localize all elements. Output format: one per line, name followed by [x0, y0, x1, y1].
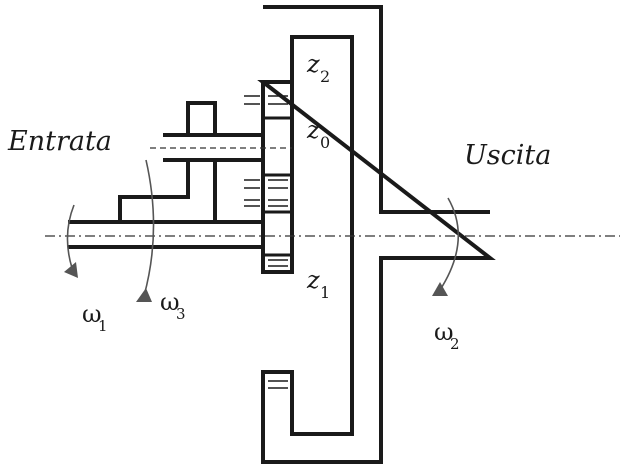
- gear-column: [261, 80, 294, 274]
- ring-gear-outer: [257, 5, 496, 464]
- gear-z1-subscript: 1: [320, 283, 330, 302]
- omega1-label: ω: [82, 300, 102, 328]
- omega2-arrow-curve: [439, 197, 460, 291]
- omega2-arrowhead: [432, 282, 448, 296]
- input-label: Entrata: [7, 126, 112, 157]
- omega2-label: ω: [434, 318, 454, 346]
- gear-z1-label: z: [306, 266, 320, 294]
- omega3-arrowhead: [136, 288, 152, 302]
- omega1-arrow-curve: [66, 204, 75, 269]
- omega3-subscript: 3: [176, 305, 186, 323]
- gear-z0-subscript: 0: [320, 133, 330, 152]
- omega1-subscript: 1: [98, 317, 108, 335]
- omega3-label: ω: [160, 288, 180, 316]
- carrier-top-block: [186, 101, 217, 137]
- output-label: Uscita: [464, 140, 551, 171]
- carrier-arm: [118, 158, 217, 222]
- gear-z2-label: z: [306, 50, 320, 78]
- omega1-arrowhead: [64, 262, 78, 278]
- omega2-subscript: 2: [450, 335, 460, 353]
- gear-z0-label: z: [306, 116, 320, 144]
- omega3-arrow-curve: [143, 159, 155, 297]
- gear-z2-subscript: 2: [320, 67, 330, 86]
